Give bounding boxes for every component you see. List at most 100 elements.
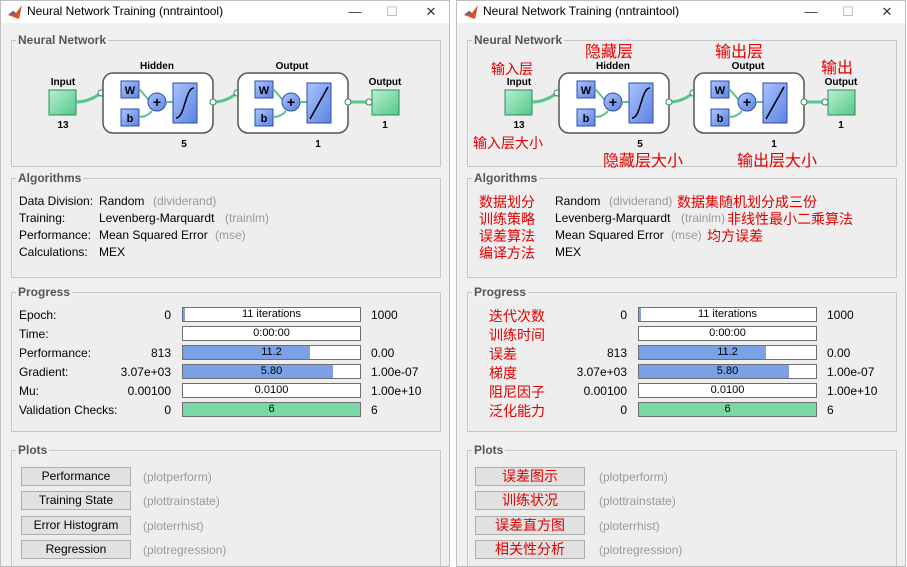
progress-label: Epoch: bbox=[19, 308, 57, 322]
training-state-plot-button[interactable]: Training State bbox=[21, 491, 131, 510]
output-layer-size: 1 bbox=[315, 139, 321, 150]
input-size: 13 bbox=[57, 120, 69, 131]
algo-value: MEX bbox=[555, 245, 582, 259]
progress-bar-label: 0:00:00 bbox=[253, 327, 290, 339]
input-label: Input bbox=[51, 77, 76, 88]
regression-plot-button[interactable]: Regression bbox=[21, 540, 131, 559]
progress-bar-label: 11.2 bbox=[261, 346, 282, 358]
progress-label: Validation Checks: bbox=[19, 403, 118, 417]
progress-bar: 11.2 bbox=[638, 345, 817, 360]
annotation-output-size: 输出层大小 bbox=[737, 153, 818, 170]
performance-plot-button[interactable]: Performance bbox=[21, 467, 131, 486]
annotation-algo-label: 编译方法 bbox=[479, 245, 535, 261]
matlab-icon bbox=[464, 5, 478, 19]
minimize-button[interactable]: — bbox=[348, 4, 362, 19]
hidden-layer-block: Hidden W b + 5 bbox=[102, 61, 214, 150]
progress-bar-label: 11 iterations bbox=[697, 308, 758, 320]
weight-label: W bbox=[581, 85, 592, 97]
plot-function: (plotregression) bbox=[599, 543, 683, 557]
annotation-progress-label: 迭代次数 bbox=[489, 308, 545, 324]
hidden-size: 5 bbox=[637, 139, 643, 150]
progress-end-value: 0.00 bbox=[827, 346, 851, 360]
progress-bar-label: 11.2 bbox=[717, 346, 738, 358]
progress-bar: 0.0100 bbox=[638, 383, 817, 398]
progress-label: Time: bbox=[19, 327, 49, 341]
progress-start-value: 0.00100 bbox=[127, 384, 171, 398]
progress-bar-label: 0.0100 bbox=[710, 384, 745, 396]
algo-function: (trainlm) bbox=[225, 211, 269, 225]
algo-label: Training: bbox=[19, 211, 66, 225]
input-block: Input 13 bbox=[504, 77, 533, 131]
progress-bar-fill bbox=[183, 403, 360, 416]
annotation-algo-label: 数据划分 bbox=[479, 194, 535, 210]
algo-value: MEX bbox=[99, 245, 126, 259]
progress-start-value: 0 bbox=[620, 403, 627, 417]
progress-bar: 5.80 bbox=[638, 364, 817, 379]
maximize-button[interactable]: ☐ bbox=[842, 4, 854, 19]
progress-bar-fill bbox=[183, 365, 334, 378]
input-block: Input 13 bbox=[48, 77, 77, 131]
panel-title: Neural Network bbox=[16, 33, 109, 47]
connector bbox=[75, 91, 102, 104]
progress-end-value: 6 bbox=[371, 403, 378, 417]
weight-label: W bbox=[125, 85, 136, 97]
algo-label: Calculations: bbox=[19, 245, 88, 259]
progress-end-value: 1000 bbox=[827, 308, 854, 322]
panel-title: Algorithms bbox=[472, 171, 540, 185]
progress-start-value: 0 bbox=[164, 308, 171, 322]
progress-bar-fill bbox=[183, 346, 311, 359]
annotation-algo-label: 误差算法 bbox=[479, 228, 535, 244]
algo-value: Levenberg-Marquardt bbox=[555, 211, 671, 225]
annotation-progress-label: 梯度 bbox=[489, 365, 517, 381]
algo-value: Levenberg-Marquardt bbox=[99, 211, 215, 225]
annotation-algo-note: 均方误差 bbox=[707, 228, 763, 244]
algo-function: (dividerand) bbox=[153, 194, 217, 208]
output-label: Output bbox=[369, 77, 402, 88]
output-size: 1 bbox=[382, 120, 388, 131]
minimize-button[interactable]: — bbox=[804, 4, 818, 19]
progress-bar-label: 6 bbox=[268, 403, 275, 415]
plot-function: (plotperform) bbox=[143, 470, 212, 484]
regression-plot-button[interactable]: 相关性分析 bbox=[475, 540, 585, 559]
progress-start-value: 0 bbox=[620, 308, 627, 322]
algo-function: (trainlm) bbox=[681, 211, 725, 225]
algo-function: (mse) bbox=[215, 228, 246, 242]
progress-bar-label: 11 iterations bbox=[241, 308, 302, 320]
progress-start-value: 813 bbox=[606, 346, 627, 360]
algo-value: Mean Squared Error bbox=[555, 228, 664, 242]
progress-bar: 11 iterations bbox=[182, 307, 361, 322]
training-state-plot-button[interactable]: 训练状况 bbox=[475, 491, 585, 510]
maximize-button[interactable]: ☐ bbox=[386, 4, 398, 19]
bias-label: b bbox=[583, 113, 590, 125]
annotation-algo-note: 数据集随机划分成三份 bbox=[677, 194, 817, 210]
progress-end-value: 0.00 bbox=[371, 346, 395, 360]
window-left: Neural Network Training (nntraintool) — … bbox=[0, 0, 450, 567]
output-block: Output 1 bbox=[825, 77, 858, 131]
error-histogram-plot-button[interactable]: Error Histogram bbox=[21, 516, 131, 535]
close-button[interactable]: ✕ bbox=[881, 4, 893, 19]
weight-label: W bbox=[259, 85, 270, 97]
hidden-size: 5 bbox=[181, 139, 187, 150]
network-diagram: Input 13 Hidden W b + 5 Output bbox=[504, 61, 858, 150]
input-label: Input bbox=[507, 77, 532, 88]
progress-bar-fill bbox=[183, 308, 185, 321]
title-bar[interactable]: Neural Network Training (nntraintool) — … bbox=[457, 1, 905, 23]
progress-bar-fill bbox=[639, 346, 767, 359]
output-label: Output bbox=[825, 77, 858, 88]
algo-value: Mean Squared Error bbox=[99, 228, 208, 242]
progress-bar-fill bbox=[639, 365, 790, 378]
panel-title: Algorithms bbox=[16, 171, 84, 185]
input-size: 13 bbox=[513, 120, 525, 131]
performance-plot-button[interactable]: 误差图示 bbox=[475, 467, 585, 486]
close-button[interactable]: ✕ bbox=[425, 4, 437, 19]
window-title: Neural Network Training (nntraintool) bbox=[483, 4, 680, 18]
annotation-progress-label: 阻尼因子 bbox=[489, 384, 545, 400]
progress-bar-label: 6 bbox=[724, 403, 731, 415]
window-right: Neural Network Training (nntraintool) — … bbox=[456, 0, 906, 567]
panel-title: Progress bbox=[472, 285, 529, 299]
title-bar[interactable]: Neural Network Training (nntraintool) — … bbox=[1, 1, 449, 23]
progress-end-value: 6 bbox=[827, 403, 834, 417]
sum-symbol: + bbox=[153, 94, 161, 110]
error-histogram-plot-button[interactable]: 误差直方图 bbox=[475, 516, 585, 535]
network-diagram: Input 13 Hidden W b + 5 Output bbox=[48, 61, 402, 150]
